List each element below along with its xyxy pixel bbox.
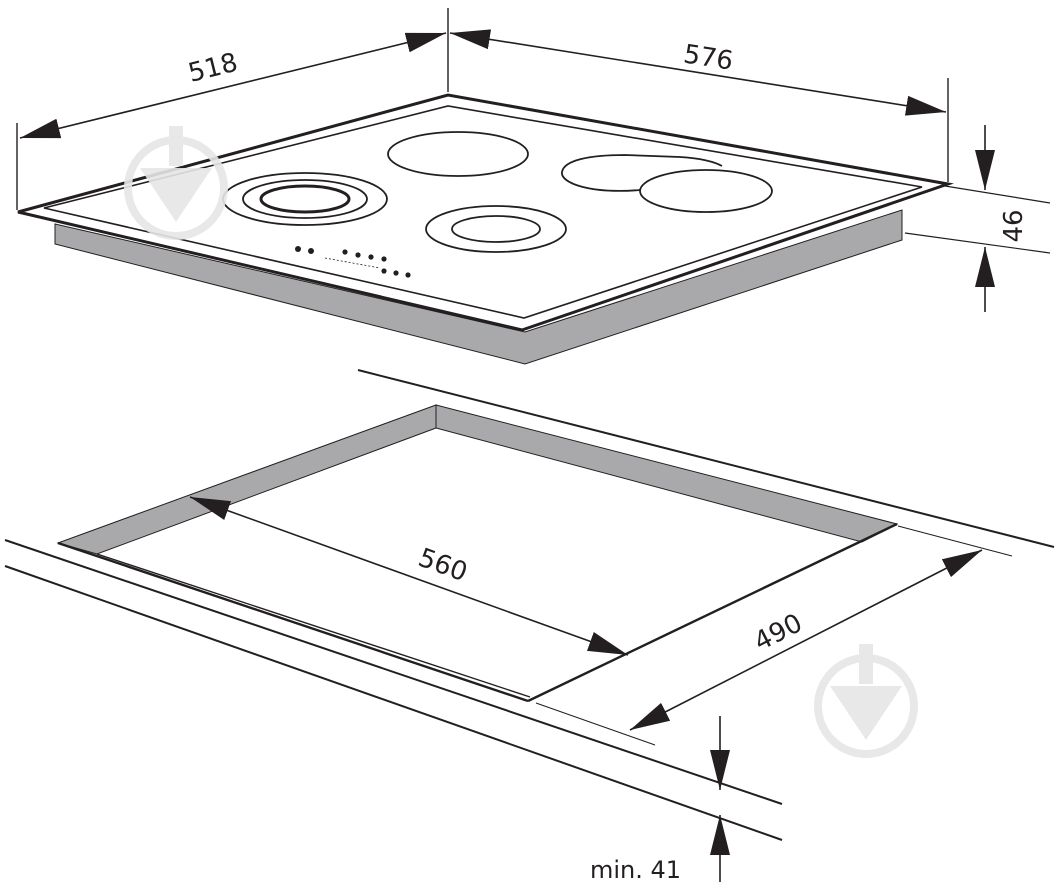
control-button [295,246,301,252]
control-button [368,254,374,260]
control-button [355,252,361,258]
control-button [381,268,387,274]
hob-body-side [54,209,903,365]
control-panel [295,246,411,278]
label-518: 518 [185,48,240,89]
label-min-41: min. 41 [590,856,681,884]
control-button [381,256,387,262]
burner-front-right [425,205,567,253]
download-icon [124,126,228,240]
control-button [308,248,314,254]
dimension-cutout-width: 560 [189,496,629,656]
control-button [405,272,411,278]
hob [17,93,954,365]
control-button [393,270,399,276]
label-46: 46 [999,209,1029,242]
cutout-wall-left [56,404,437,555]
cutout [56,404,899,703]
dimension-hob-width: 576 [449,29,949,182]
burner-rear-left [387,131,529,177]
dimension-countertop-min: min. 41 [590,716,730,884]
control-button [342,249,348,255]
hob-glass-top [17,93,954,332]
hob-inner-border [43,105,923,319]
countertop [4,369,1055,841]
cutout-wall-right [435,404,899,543]
label-490: 490 [749,608,807,657]
burner-rear-right-oval [561,154,773,213]
dimension-hob-height: 46 [904,125,1051,312]
download-icon [814,644,918,758]
